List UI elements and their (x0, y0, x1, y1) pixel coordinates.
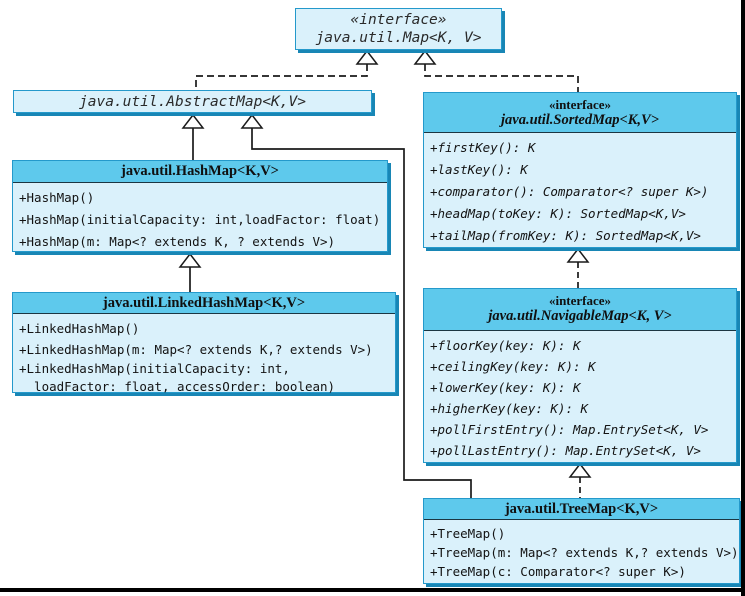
map-name: java.util.Map<K, V> (315, 30, 482, 46)
navigablemap-methods: +floorKey(key: K): K +ceilingKey(key: K)… (424, 331, 736, 461)
hashmap-class-box: java.util.HashMap<K,V> +HashMap() +HashM… (12, 160, 388, 252)
sortedmap-stereotype: «interface» (548, 97, 612, 112)
method-line: +TreeMap(m: Map<? extends K,? extends V>… (430, 545, 739, 560)
method-line: +pollFirstEntry(): Map.EntrySet<K, V> (430, 422, 709, 437)
hollow-triangle-arrowhead-icon (355, 49, 379, 65)
linkedhashmap-header: java.util.LinkedHashMap<K,V> (13, 293, 395, 314)
method-line: +ceilingKey(key: K): K (430, 359, 596, 374)
navigablemap-name: java.util.NavigableMap<K, V> (488, 308, 672, 324)
treemap-methods: +TreeMap() +TreeMap(m: Map<? extends K,?… (424, 520, 739, 581)
method-line: +lastKey(): K (430, 162, 528, 177)
navigablemap-interface-box: «interface» java.util.NavigableMap<K, V>… (423, 288, 737, 463)
linkedhashmap-class-box: java.util.LinkedHashMap<K,V> +LinkedHash… (12, 292, 396, 396)
method-line: +LinkedHashMap(initialCapacity: int, (19, 361, 290, 376)
method-line: +comparator(): Comparator<? super K>) (430, 184, 709, 199)
hollow-triangle-arrowhead-icon (566, 247, 590, 263)
method-line: +HashMap(initialCapacity: int,loadFactor… (19, 212, 381, 227)
sortedmap-header: «interface» java.util.SortedMap<K,V> (424, 93, 736, 133)
linkedhashmap-methods: +LinkedHashMap() +LinkedHashMap(m: Map<?… (13, 314, 395, 396)
hollow-triangle-arrowhead-icon (568, 462, 592, 478)
method-line: +lowerKey(key: K): K (430, 380, 581, 395)
linkedhashmap-name: java.util.LinkedHashMap<K,V> (102, 295, 306, 311)
method-line: loadFactor: float, accessOrder: boolean) (19, 379, 336, 394)
method-line: +HashMap() (19, 190, 95, 205)
realization-sortedmap-to-map (413, 49, 579, 92)
map-stereotype: «interface» (350, 12, 447, 28)
method-line: +headMap(toKey: K): SortedMap<K,V> (430, 206, 686, 221)
hollow-triangle-arrowhead-icon (413, 49, 437, 65)
treemap-header: java.util.TreeMap<K,V> (424, 499, 739, 520)
method-line: +floorKey(key: K): K (430, 338, 581, 353)
navigablemap-header: «interface» java.util.NavigableMap<K, V> (424, 289, 736, 331)
sortedmap-name: java.util.SortedMap<K,V> (501, 112, 659, 128)
hollow-triangle-arrowhead-icon (178, 252, 202, 268)
method-line: +firstKey(): K (430, 140, 536, 155)
method-line: +TreeMap() (430, 526, 506, 541)
hollow-triangle-arrowhead-icon (240, 113, 264, 129)
realization-abstractmap-to-map (195, 49, 379, 90)
generalization-linkedhashmap-to-hashmap (178, 252, 202, 292)
realization-treemap-to-navigablemap (568, 462, 592, 498)
method-line: +HashMap(m: Map<? extends K, ? extends V… (19, 234, 336, 249)
navigablemap-stereotype: «interface» (548, 293, 612, 308)
sortedmap-interface-box: «interface» java.util.SortedMap<K,V> +fi… (423, 92, 737, 248)
generalization-hashmap-to-abstractmap (181, 113, 205, 160)
hashmap-methods: +HashMap() +HashMap(initialCapacity: int… (13, 183, 387, 253)
method-line: +TreeMap(c: Comparator<? super K>) (430, 564, 686, 579)
abstractmap-name: java.util.AbstractMap<K,V> (79, 93, 306, 110)
hashmap-header: java.util.HashMap<K,V> (13, 161, 387, 183)
frame-right-rule (741, 0, 745, 596)
frame-bottom-rule (0, 588, 745, 592)
abstractmap-class-box: java.util.AbstractMap<K,V> (13, 90, 372, 113)
map-interface-box: «interface» java.util.Map<K, V> (295, 8, 502, 50)
sortedmap-methods: +firstKey(): K +lastKey(): K +comparator… (424, 133, 736, 247)
hashmap-name: java.util.HashMap<K,V> (121, 163, 279, 179)
treemap-class-box: java.util.TreeMap<K,V> +TreeMap() +TreeM… (423, 498, 740, 584)
realization-navigablemap-to-sortedmap (566, 247, 590, 288)
hollow-triangle-arrowhead-icon (181, 113, 205, 129)
method-line: +LinkedHashMap(m: Map<? extends K,? exte… (19, 342, 373, 357)
method-line: +tailMap(fromKey: K): SortedMap<K,V> (430, 228, 701, 243)
treemap-name: java.util.TreeMap<K,V> (504, 501, 659, 517)
method-line: +pollLastEntry(): Map.EntrySet<K, V> (430, 443, 701, 458)
method-line: +higherKey(key: K): K (430, 401, 589, 416)
generalization-treemap-to-abstractmap (240, 113, 472, 498)
method-line: +LinkedHashMap() (19, 321, 140, 336)
